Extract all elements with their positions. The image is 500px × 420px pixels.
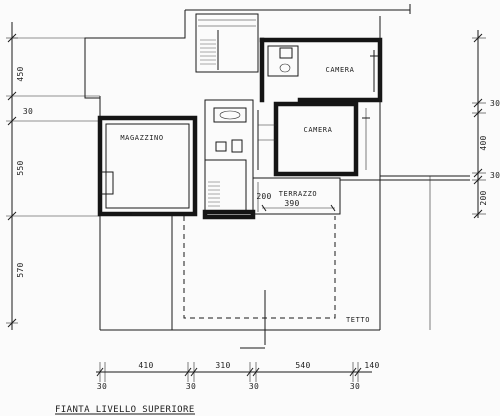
- terrace: TERRAZZO 200 390: [253, 177, 341, 215]
- left-dim-30: 30: [23, 107, 33, 116]
- left-dim-570: 570: [16, 262, 25, 277]
- roof-edge: [340, 16, 470, 330]
- bottom-dim-30a: 30: [97, 382, 107, 391]
- right-dim-30: 30: [490, 99, 500, 108]
- label-camera-mid: CAMERA: [304, 126, 333, 134]
- bottom-dim-30c: 30: [249, 382, 259, 391]
- bottom-dim-140: 140: [364, 361, 379, 370]
- bottom-dim-410: 410: [138, 361, 153, 370]
- terrazzo-depth: 200: [256, 192, 271, 201]
- terrazzo-width: 390: [284, 199, 299, 208]
- right-dimension-chain: 30 400 30 200: [472, 30, 500, 219]
- room-camera-mid: CAMERA: [257, 101, 370, 177]
- label-magazzino: MAGAZZINO: [120, 134, 163, 142]
- left-dim-550: 550: [16, 160, 25, 175]
- bottom-dim-30b: 30: [186, 382, 196, 391]
- top-staircase: [195, 13, 259, 73]
- left-dim-450: 450: [16, 66, 25, 81]
- label-terrazzo: TERRAZZO: [279, 190, 318, 198]
- bottom-dim-30d: 30: [350, 382, 360, 391]
- right-dim-400: 400: [479, 135, 488, 150]
- label-tetto: TETTO: [346, 316, 370, 324]
- service-core: [202, 99, 256, 220]
- building-outline: [84, 4, 411, 331]
- right-dim-200: 200: [479, 190, 488, 205]
- roof-area: TETTO: [171, 216, 380, 349]
- bottom-dim-310: 310: [215, 361, 230, 370]
- room-magazzino: MAGAZZINO: [97, 115, 198, 217]
- bottom-dim-540: 540: [295, 361, 310, 370]
- label-camera-top: CAMERA: [326, 66, 355, 74]
- plan-title: FIANTA LIVELLO SUPERIORE: [55, 405, 195, 415]
- bottom-dimension-chain: 30 410 30 310 30 540 30 140: [96, 361, 379, 391]
- title-text: FIANTA LIVELLO SUPERIORE: [55, 405, 195, 415]
- room-camera-top: CAMERA: [259, 37, 383, 103]
- left-dimension-chain: 450 30 550 570: [6, 22, 185, 330]
- right-dim-30b: 30: [490, 171, 500, 180]
